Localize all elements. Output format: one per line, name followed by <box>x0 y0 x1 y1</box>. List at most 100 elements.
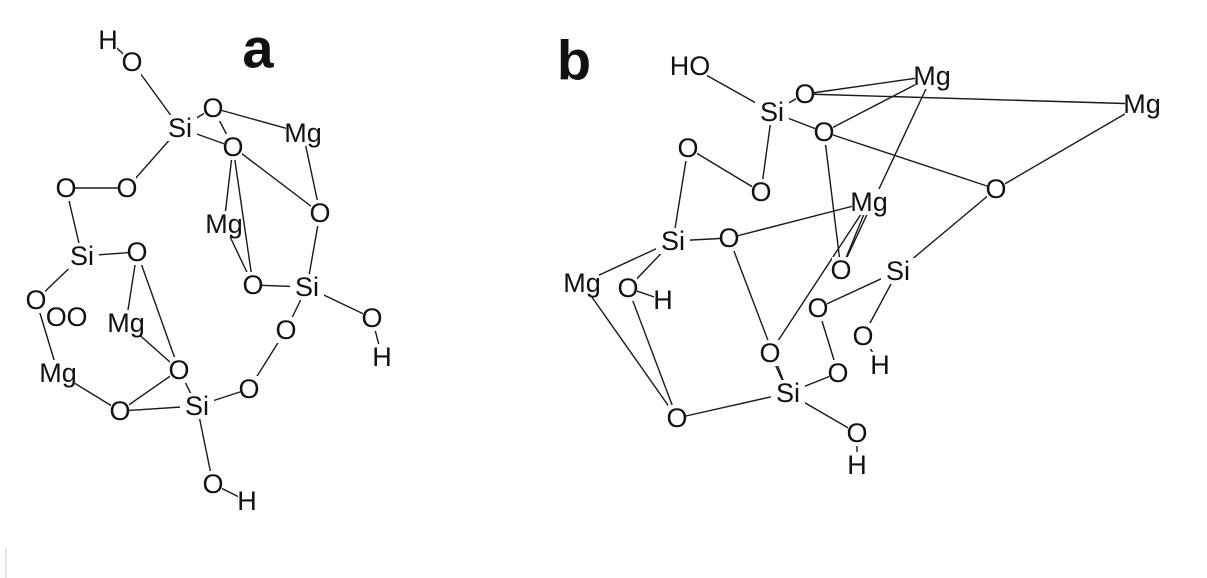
panel-b-bond-3 <box>760 111 773 193</box>
panel-a-atom-14: O <box>361 303 382 333</box>
panel-b-atom-12: O <box>830 255 851 285</box>
panel-b-atom-bg-2 <box>796 81 814 107</box>
panel-b-atom-bg-25 <box>848 452 866 478</box>
panel-b-atom-18: O <box>852 321 873 351</box>
panel-b-atom-bg-10 <box>656 228 690 254</box>
panel-a-atom-bg-19 <box>170 357 188 383</box>
panel-a-atom-12: O <box>242 270 263 300</box>
panel-b-atom-bg-9 <box>852 189 886 215</box>
panel-a-atom-bg-15 <box>373 344 391 370</box>
panel-b-bond-7 <box>840 75 933 271</box>
panel-b-bond-6 <box>823 75 933 133</box>
panel-b-atom-11: O <box>718 223 739 253</box>
panel-a-atom-bg-6 <box>57 175 75 201</box>
panel-a-atom-26: H <box>237 486 257 516</box>
panel-b-atom-3: Mg <box>913 61 951 91</box>
panel-a-atom-bg-3 <box>204 95 222 121</box>
panel-a-atom-bg-2 <box>163 115 197 141</box>
panel-b-atom-bg-7 <box>752 179 770 205</box>
panel-b-label: b <box>557 29 591 92</box>
panel-a-bond-28 <box>136 251 180 371</box>
panel-b-atom-20: O <box>759 338 780 368</box>
panel-b-bond-15 <box>728 201 870 239</box>
panel-b-bond-12 <box>687 147 762 193</box>
panel-b-atom-1: Si <box>760 97 784 127</box>
panel-a-atom-2: Si <box>168 113 192 143</box>
panel-b-atom-bg-11 <box>720 225 738 251</box>
panel-b-atom-bg-24 <box>848 420 866 446</box>
panel-a-atom-19: O <box>168 355 189 385</box>
panel-a-atom-1: O <box>121 47 142 77</box>
panel-b-atom-bg-8 <box>987 176 1005 202</box>
panel-b-bond-4 <box>804 93 1143 105</box>
panel-b-atom-bg-19 <box>871 352 889 378</box>
panel-a-atom-bg-12 <box>244 272 262 298</box>
panel-a-bond-10 <box>232 146 254 286</box>
panel-b-bond-13 <box>672 147 689 242</box>
panel-a-atom-bg-16 <box>109 310 143 336</box>
panel-b-atom-21: O <box>827 358 848 388</box>
panel-a-atom-bg-13 <box>290 274 324 300</box>
panel-b-atom-6: O <box>677 133 698 163</box>
panel-b-atom-25: H <box>847 450 867 480</box>
panel-a-atom-10: Si <box>70 241 94 271</box>
panel-b-bond-22 <box>728 237 789 394</box>
panel-a-atom-bg-24 <box>111 398 129 424</box>
panel-b-atom-bg-23 <box>668 405 686 431</box>
panel-b-atom-13: Si <box>886 256 910 286</box>
panel-a-atom-bg-0 <box>99 27 117 53</box>
panel-b-atom-5: Mg <box>1123 89 1161 119</box>
panel-b-bond-10 <box>995 103 1143 190</box>
panel-a-atom-9: O <box>309 198 330 228</box>
panel-b-atom-bg-12 <box>832 257 850 283</box>
panel-a-atom-bg-14 <box>363 305 381 331</box>
panel-b-atom-bg-13 <box>881 258 915 284</box>
panel-a-atom-17: O <box>25 285 46 315</box>
panel-a-atom-21: Mg <box>39 358 77 388</box>
panel-a-atom-bg-11 <box>128 239 146 265</box>
panel-b-bond-31 <box>676 392 789 419</box>
panel-a-atom-23: Si <box>185 391 209 421</box>
panel-b-atom-19: H <box>870 350 890 380</box>
panel-b-atom-0: HO <box>670 51 711 81</box>
panel-a-atom-bg-5 <box>224 134 242 160</box>
panel-a-atom-bg-21 <box>41 360 75 386</box>
panel-b-atom-8: O <box>985 174 1006 204</box>
panel-b-atom-bg-21 <box>829 360 847 386</box>
panel-b-atom-15: O <box>617 273 638 303</box>
panel-b-atom-17: O <box>807 293 828 323</box>
panel-a-atom-3: O <box>202 93 223 123</box>
panel-a-atom-bg-10 <box>65 243 99 269</box>
panel-a-atom-25: O <box>202 469 223 499</box>
panel-a-atom-4: Mg <box>284 118 322 148</box>
panel-b-atom-7: O <box>750 177 771 207</box>
panel-b-bond-17 <box>769 201 870 354</box>
panel-a-atom-bg-22 <box>240 376 258 402</box>
panel-b-atom-bg-5 <box>1125 91 1159 117</box>
panel-a-atom-bg-25 <box>204 471 222 497</box>
panel-b-atom-bg-15 <box>619 275 637 301</box>
panel-a-atom-22: O <box>238 374 259 404</box>
panel-b-bond-20 <box>581 282 678 419</box>
panel-b-atom-bg-14 <box>565 270 599 296</box>
panel-a-bond-9 <box>232 146 321 214</box>
panel-b-atom-bg-4 <box>815 119 833 145</box>
panel-b-atom-bg-22 <box>771 380 805 406</box>
panel-b-atom-22: Si <box>776 378 800 408</box>
panel-a-atom-5: O <box>222 132 243 162</box>
panel-a-atom-bg-20 <box>277 317 295 343</box>
panel-a-atom-15: H <box>372 342 392 372</box>
panel-b-atom-bg-6 <box>679 135 697 161</box>
panel-a-atom-bg-26 <box>238 488 256 514</box>
panel-a-atom-11: O <box>126 237 147 267</box>
panel-a-atom-8: Mg <box>205 209 243 239</box>
panel-a-atom-bg-4 <box>286 120 320 146</box>
panel-b-bond-8 <box>823 131 997 190</box>
panel-b-atom-4: O <box>813 117 834 147</box>
panel-a-atom-13: Si <box>295 272 319 302</box>
panel-b-atom-bg-16 <box>654 287 672 313</box>
